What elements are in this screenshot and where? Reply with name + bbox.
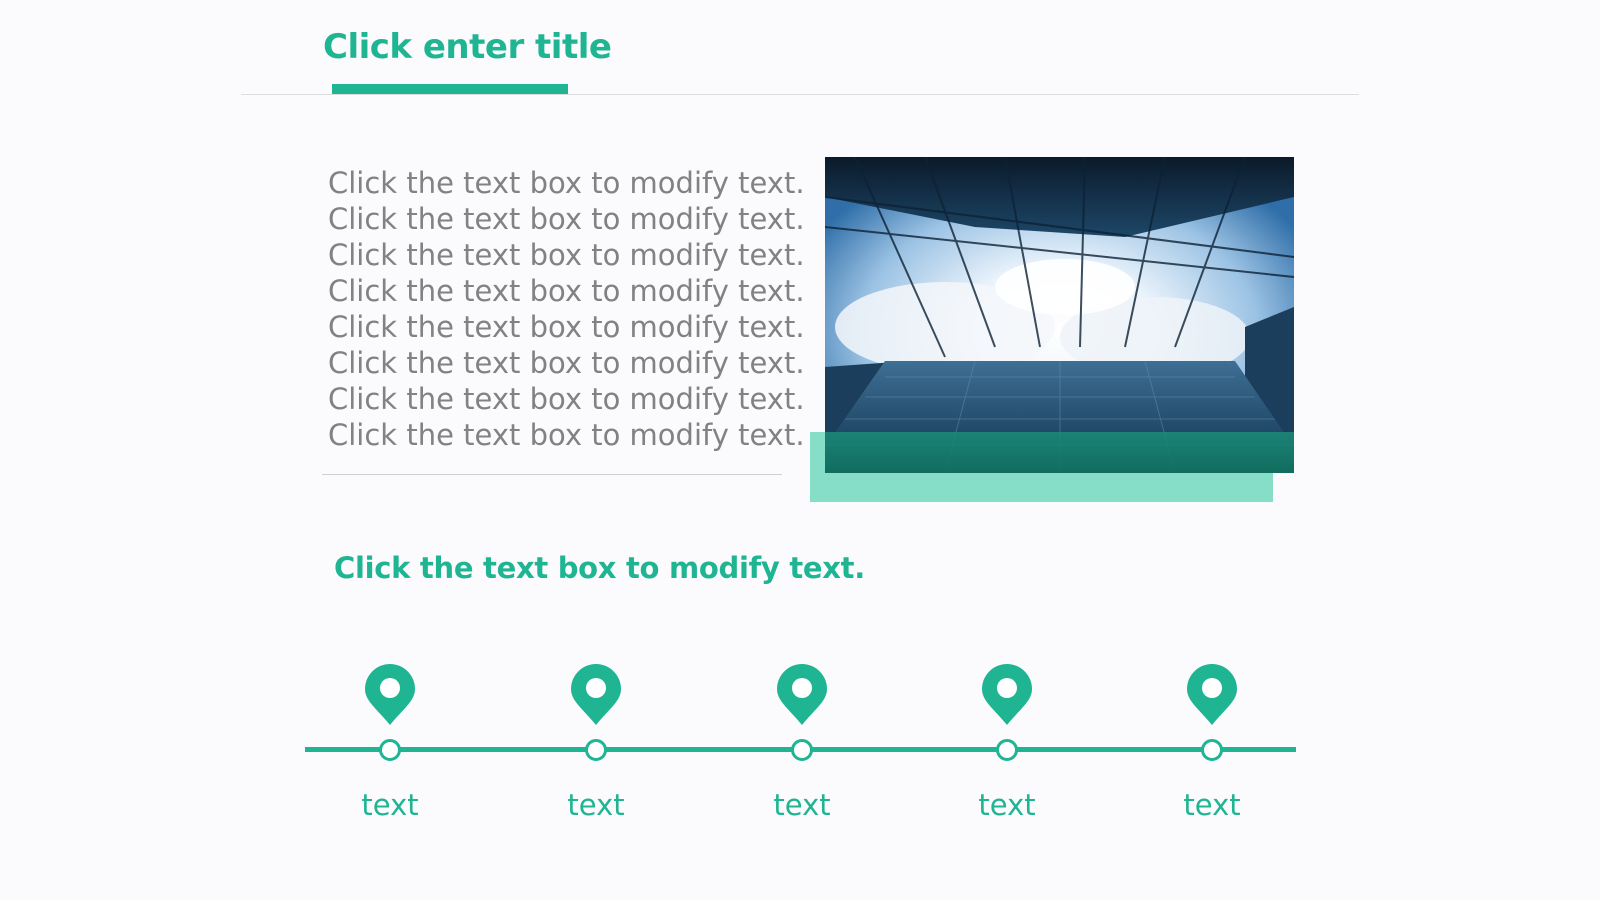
timeline-label[interactable]: text (1183, 788, 1241, 822)
body-text-box[interactable]: Click the text box to modify text. Click… (328, 165, 805, 453)
timeline-label[interactable]: text (361, 788, 419, 822)
building-photo[interactable] (825, 157, 1294, 473)
timeline-dot (585, 739, 607, 761)
body-text-line: Click the text box to modify text. (328, 418, 805, 452)
location-pin-icon (571, 664, 621, 725)
body-text-line: Click the text box to modify text. (328, 238, 805, 272)
timeline-label[interactable]: text (978, 788, 1036, 822)
text-box-divider (322, 474, 782, 475)
location-pin-icon (365, 664, 415, 725)
location-pin-icon (777, 664, 827, 725)
title-underline-bar (332, 84, 568, 94)
slide-title[interactable]: Click enter title (323, 27, 612, 67)
location-pin-icon (1187, 664, 1237, 725)
body-text-line: Click the text box to modify text. (328, 346, 805, 380)
timeline-dot (791, 739, 813, 761)
body-text-line: Click the text box to modify text. (328, 166, 805, 200)
body-text-line: Click the text box to modify text. (328, 202, 805, 236)
body-text-line: Click the text box to modify text. (328, 274, 805, 308)
timeline-dot (1201, 739, 1223, 761)
timeline-label[interactable]: text (567, 788, 625, 822)
timeline-dot (996, 739, 1018, 761)
subheading-text-box[interactable]: Click the text box to modify text. (334, 551, 865, 585)
timeline-label[interactable]: text (773, 788, 831, 822)
timeline-dot (379, 739, 401, 761)
body-text-line: Click the text box to modify text. (328, 310, 805, 344)
skyscraper-image (825, 157, 1294, 473)
header-divider (241, 94, 1359, 95)
location-pin-icon (982, 664, 1032, 725)
body-text-line: Click the text box to modify text. (328, 382, 805, 416)
